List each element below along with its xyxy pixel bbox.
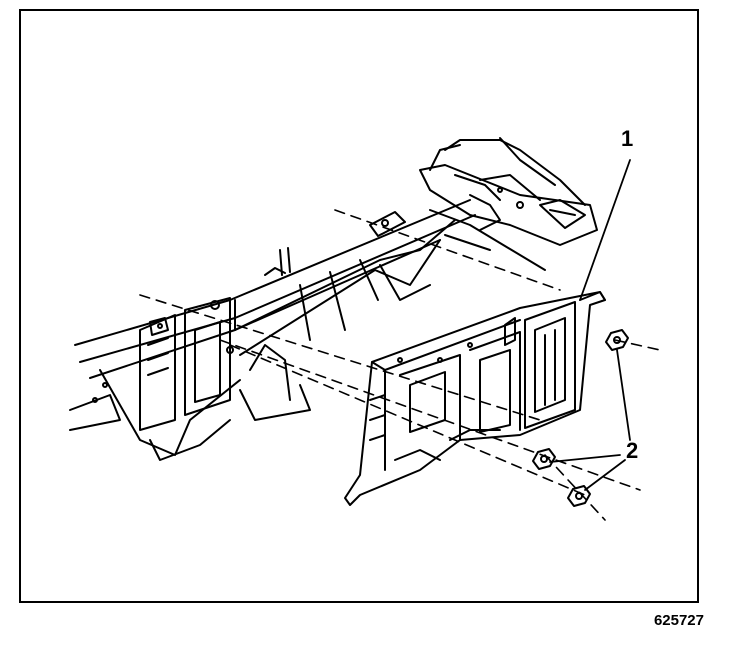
- callout-1-label: 1: [621, 126, 634, 151]
- figure-number: 625727: [653, 612, 704, 629]
- callout-leaders: [549, 159, 631, 491]
- frame-rail: [69, 199, 476, 461]
- diagram-frame: [19, 9, 699, 603]
- callout-2-label: 2: [626, 438, 639, 463]
- bracket-part: [344, 291, 606, 506]
- frame-crossmember: [419, 137, 598, 271]
- nut-fasteners: [532, 329, 629, 507]
